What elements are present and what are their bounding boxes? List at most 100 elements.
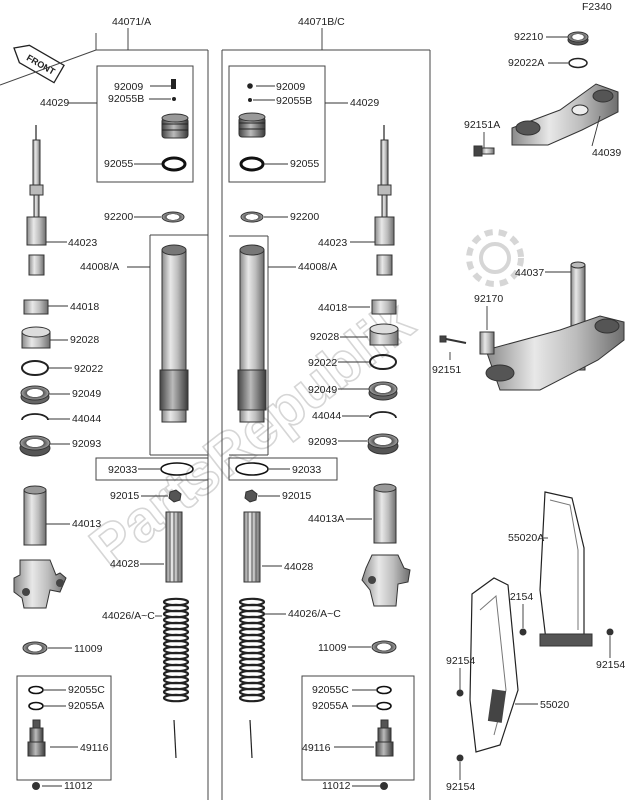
label-92170: 92170 <box>474 293 503 305</box>
right-part-44013A-outer-tube <box>361 483 411 607</box>
left-part-92055C-oring <box>28 685 44 695</box>
left-label-44013: 44013 <box>72 518 101 530</box>
left-part-44029-cap <box>161 113 189 139</box>
label-44039: 44039 <box>592 147 621 159</box>
watermark-gear-icon <box>466 229 524 287</box>
left-part-11012-washer <box>32 782 40 790</box>
right-label-92033: 92033 <box>292 464 321 476</box>
right-part-92055A-oring <box>376 701 392 711</box>
right-label-92028: 92028 <box>310 331 339 343</box>
part-55020A-fork-guard <box>539 491 593 647</box>
left-group-label: 44071/A <box>112 16 151 28</box>
left-fork-frame <box>0 28 209 800</box>
right-label-49116: 49116 <box>302 742 331 754</box>
right-label-92055B: 92055B <box>276 95 312 107</box>
left-label-44018: 44018 <box>70 301 99 313</box>
right-part-92055-oring <box>239 156 265 172</box>
right-label-44028: 44028 <box>284 561 313 573</box>
right-label-44013A: 44013A <box>308 513 344 525</box>
right-part-44028-cylinder <box>243 511 261 583</box>
left-part-92022-washer <box>21 360 49 376</box>
right-label-92093: 92093 <box>308 436 337 448</box>
right-label-44026: 44026/A~C <box>288 608 341 620</box>
left-label-92093: 92093 <box>72 438 101 450</box>
right-part-44029-cap <box>238 112 266 138</box>
right-part-44008-inner-tube <box>237 244 267 423</box>
left-label-44008: 44008/A <box>80 261 119 273</box>
part-55020-fork-guard <box>469 577 519 753</box>
front-arrow-badge: FRONT <box>13 44 65 84</box>
left-part-92033-oring <box>160 462 194 476</box>
right-label-11012: 11012 <box>322 780 351 792</box>
left-cap-inset <box>96 65 208 456</box>
left-92033-inset <box>95 457 209 481</box>
left-label-92028: 92028 <box>70 334 99 346</box>
right-label-44018: 44018 <box>318 302 347 314</box>
left-label-44044: 44044 <box>72 413 101 425</box>
right-label-92055: 92055 <box>290 158 319 170</box>
label-92151A: 92151A <box>464 119 500 131</box>
right-part-92022-washer <box>369 354 397 370</box>
left-label-11012: 11012 <box>64 780 93 792</box>
left-part-44044-clip <box>21 413 49 421</box>
right-label-92015: 92015 <box>282 490 311 502</box>
right-label-92055C: 92055C <box>312 684 349 696</box>
part-92170-clamp <box>479 331 495 355</box>
label-44037: 44037 <box>515 267 544 279</box>
left-label-49116: 49116 <box>80 742 109 754</box>
left-label-92009: 92009 <box>114 81 143 93</box>
right-92033-inset <box>228 457 338 481</box>
left-base-inset <box>16 675 112 781</box>
right-part-92093-dust-seal <box>367 433 399 455</box>
right-label-44008: 44008/A <box>298 261 337 273</box>
left-label-92049: 92049 <box>72 388 101 400</box>
diagram-code: F2340 <box>582 1 612 13</box>
part-92022A-washer <box>568 57 588 69</box>
left-part-92055A-oring <box>28 701 44 711</box>
part-92154-bolt-c <box>456 689 464 697</box>
part-44039-upper-clamp <box>511 83 619 146</box>
label-92154-a: 92154 <box>504 591 533 603</box>
left-part-44023-damper-rod <box>26 125 47 276</box>
left-label-92200: 92200 <box>104 211 133 223</box>
right-cap-inset <box>228 65 326 456</box>
left-part-44008-inner-tube <box>159 244 189 423</box>
left-label-92015: 92015 <box>110 490 139 502</box>
left-part-92055-oring <box>161 156 187 172</box>
right-label-92049: 92049 <box>308 384 337 396</box>
left-part-49116-bolt <box>27 719 46 757</box>
part-44037-lower-clamp-stem <box>485 261 625 391</box>
left-part-44013-outer-tube <box>13 485 67 609</box>
left-part-92049-seal <box>20 385 50 405</box>
label-92022A: 92022A <box>508 57 544 69</box>
right-group-label: 44071B/C <box>298 16 345 28</box>
left-label-44029: 44029 <box>40 97 69 109</box>
label-92154-d: 92154 <box>446 781 475 793</box>
left-label-92055C: 92055C <box>68 684 105 696</box>
label-92154-c: 92154 <box>446 655 475 667</box>
left-label-92055A: 92055A <box>68 700 104 712</box>
left-part-44028-cylinder <box>165 511 183 583</box>
part-92154-bolt-b <box>606 628 614 636</box>
left-part-92009-screw <box>171 79 176 89</box>
left-label-44028: 44028 <box>110 558 139 570</box>
right-part-92055C-oring <box>376 685 392 695</box>
left-label-92055B: 92055B <box>108 93 144 105</box>
right-label-92022: 92022 <box>308 357 337 369</box>
label-55020: 55020 <box>540 699 569 711</box>
left-label-11009: 11009 <box>74 643 103 655</box>
right-label-44029: 44029 <box>350 97 379 109</box>
right-label-92055A: 92055A <box>312 700 348 712</box>
left-part-44018-bushing <box>23 299 49 315</box>
right-part-44026-spring <box>238 597 266 703</box>
right-fork-frame <box>221 28 431 800</box>
left-label-44023: 44023 <box>68 237 97 249</box>
left-part-92015-nut <box>168 489 182 503</box>
left-label-92033: 92033 <box>108 464 137 476</box>
right-part-11012-washer <box>380 782 388 790</box>
label-92154-b: 92154 <box>596 659 625 671</box>
part-92154-bolt-a <box>519 628 527 636</box>
left-label-92022: 92022 <box>74 363 103 375</box>
